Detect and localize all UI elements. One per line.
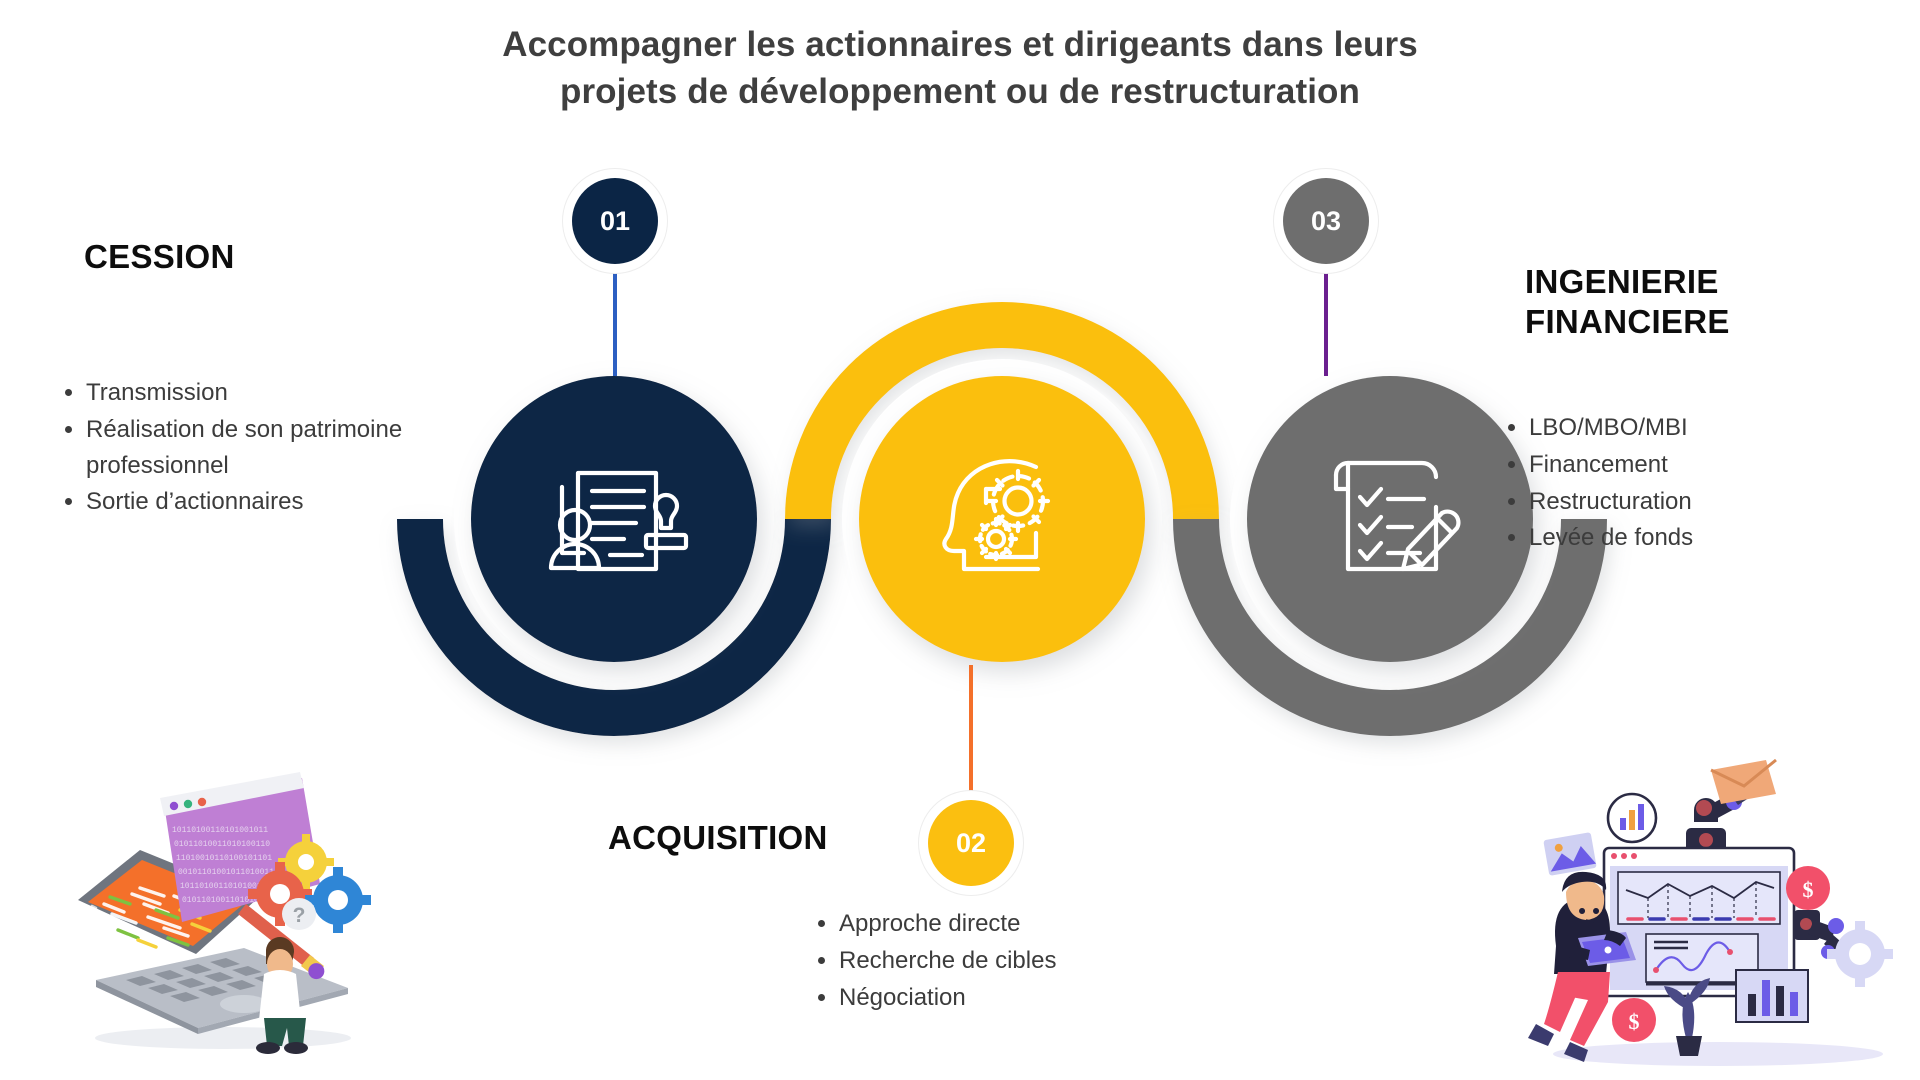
badge-ingenierie[interactable]: 03 [1283, 178, 1369, 264]
list-item: Réalisation de son patrimoine profession… [65, 412, 416, 484]
heading-ingenierie-line-1: INGENIERIE FINANCIERE [1525, 263, 1730, 341]
dashboard-robot-arm-analyst-illustration: $ $ [1528, 758, 1893, 1066]
svg-text:10110100110101001011: 10110100110101001011 [180, 882, 276, 891]
laptop-code-gears-person-illustration: 10110100110101001011 0101101001101010011… [78, 772, 371, 1054]
circle-ingenierie[interactable] [1247, 376, 1533, 662]
list-item: Approche directe [818, 906, 1219, 942]
checklist-pencil-icon [1333, 460, 1461, 572]
head-gears-icon [942, 459, 1051, 572]
contract-stamp-person-icon [548, 470, 689, 572]
stem-ingenierie [1324, 262, 1328, 376]
list-item: Recherche de cibles [818, 943, 1219, 979]
circle-cession[interactable] [471, 376, 757, 662]
svg-text:11010010110100101101: 11010010110100101101 [176, 854, 272, 863]
page-title-line-2: projets de développement ou de restructu… [559, 71, 1360, 111]
svg-text:$: $ [1629, 1009, 1640, 1034]
list-item: Sortie d’actionnaires [65, 484, 416, 520]
list-item: LBO/MBO/MBI [1508, 410, 1909, 446]
svg-text:00101101001011010011: 00101101001011010011 [178, 868, 274, 877]
badge-cession-label: 01 [599, 205, 631, 236]
svg-text:10110100110101001011: 10110100110101001011 [172, 826, 268, 835]
list-item: Négociation [818, 980, 1219, 1016]
list-item: Financement [1508, 447, 1909, 483]
svg-text:01011010011010100110: 01011010011010100110 [182, 896, 278, 905]
svg-text:01011010011010100110: 01011010011010100110 [174, 840, 270, 849]
stem-cession [613, 262, 617, 376]
badge-cession[interactable]: 01 [572, 178, 658, 264]
arc-ingenierie [1173, 518, 1607, 736]
badge-acquisition[interactable]: 02 [928, 800, 1014, 886]
heading-ingenierie: INGENIERIE FINANCIERE [1525, 262, 1895, 343]
stem-acquisition [969, 665, 973, 803]
badge-acquisition-label: 02 [955, 827, 987, 858]
heading-acquisition: ACQUISITION [608, 819, 828, 856]
list-item: Transmission [65, 375, 416, 411]
list-item: Restructuration [1508, 484, 1909, 520]
heading-cession: CESSION [84, 238, 235, 275]
list-cession: Transmission Réalisation de son patrimoi… [52, 375, 416, 521]
badge-ingenierie-label: 03 [1310, 205, 1342, 236]
svg-text:?: ? [293, 904, 306, 927]
arc-cession [397, 518, 831, 736]
page-title: Accompagner les actionnaires et dirigean… [360, 22, 1560, 115]
list-ingenierie: LBO/MBO/MBI Financement Restructuration … [1495, 410, 1909, 557]
svg-text:$: $ [1803, 877, 1814, 902]
list-item: Levée de fonds [1508, 520, 1909, 556]
arc-acquisition [785, 302, 1219, 520]
page-title-line-1: Accompagner les actionnaires et dirigean… [502, 25, 1418, 64]
list-acquisition: Approche directe Recherche de cibles Nég… [805, 906, 1219, 1016]
